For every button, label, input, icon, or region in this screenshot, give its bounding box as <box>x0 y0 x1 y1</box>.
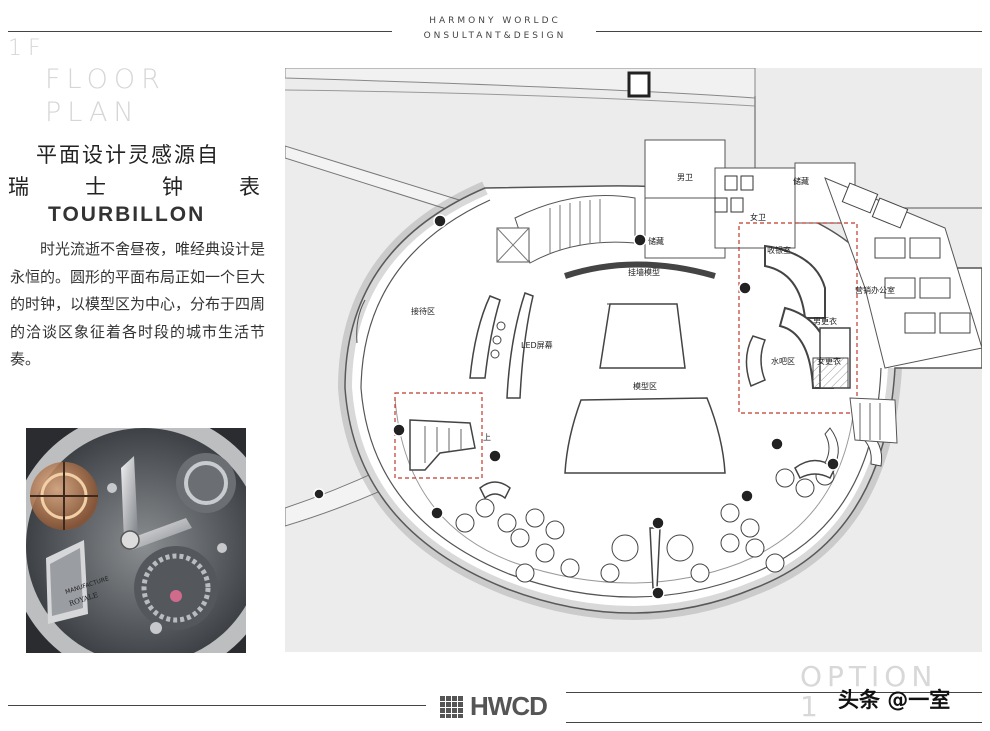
floor-number: 1F <box>8 36 47 61</box>
title-line2: 瑞 士 钟 表 <box>8 171 260 201</box>
title-line1: 平面设计灵感源自 <box>36 143 220 167</box>
label-led-screen: LED屏幕 <box>521 340 553 350</box>
zone-highlight <box>738 222 858 414</box>
description-text: 时光流逝不舍昼夜，唯经典设计是永恒的。圆形的平面布局正如一个巨大的时钟，以模型区… <box>10 240 266 368</box>
label-wall-model: 挂墙模型 <box>628 267 660 277</box>
watermark: 头条 @一室 <box>838 688 951 712</box>
floor-plan: 男卫 储藏 女卫 储藏 接待区 LED屏幕 挂墙模型 收银室 营销办公室 男更衣… <box>284 67 983 652</box>
label-female-changing: 女更衣 <box>817 356 841 366</box>
logo-text: HWCD <box>470 691 548 721</box>
title-char: 瑞 <box>8 175 29 199</box>
brand-logo: HWCD <box>440 691 548 722</box>
label-male-wc: 男卫 <box>677 173 693 182</box>
label-female-wc: 女卫 <box>750 212 766 222</box>
header-company: HARMONY WORLDC ONSULTANT&DESIGN <box>400 14 590 44</box>
title-english: TOURBILLON <box>48 203 206 226</box>
header-rule-right <box>596 31 982 32</box>
label-cashier-room: 收银室 <box>767 245 791 255</box>
footer-rule-left <box>8 705 426 706</box>
title-char: 钟 <box>162 175 183 199</box>
floor-plan-line2: PLAN <box>45 97 140 128</box>
floor-plan-line1: FLOOR <box>45 64 166 95</box>
label-bar-area: 水吧区 <box>771 356 795 366</box>
label-male-changing: 男更衣 <box>813 316 837 326</box>
title-char: 表 <box>239 175 260 199</box>
header-company-line1: HARMONY WORLDC <box>429 16 561 26</box>
label-storage-1: 储藏 <box>793 176 809 186</box>
footer-rule-right-bottom <box>566 722 982 723</box>
label-storage-2: 储藏 <box>648 236 664 246</box>
logo-grid-icon <box>440 695 463 718</box>
header-company-line2: ONSULTANT&DESIGN <box>423 31 567 41</box>
header-rule-left <box>8 31 392 32</box>
footer-rule-right-top <box>566 692 982 693</box>
label-reception: 接待区 <box>411 306 435 316</box>
title-char: 士 <box>85 175 106 199</box>
option-label: OPTION 1 <box>800 660 938 723</box>
description: 时光流逝不舍昼夜，唯经典设计是永恒的。圆形的平面布局正如一个巨大的时钟，以模型区… <box>10 236 265 374</box>
label-model-area: 模型区 <box>633 381 657 391</box>
zone-highlight <box>394 392 483 479</box>
label-sales-office: 营销办公室 <box>855 285 895 295</box>
label-up: 上 <box>483 433 491 442</box>
column <box>627 71 651 98</box>
watch-photo: MANUFACTURE ROYALE <box>26 428 246 653</box>
